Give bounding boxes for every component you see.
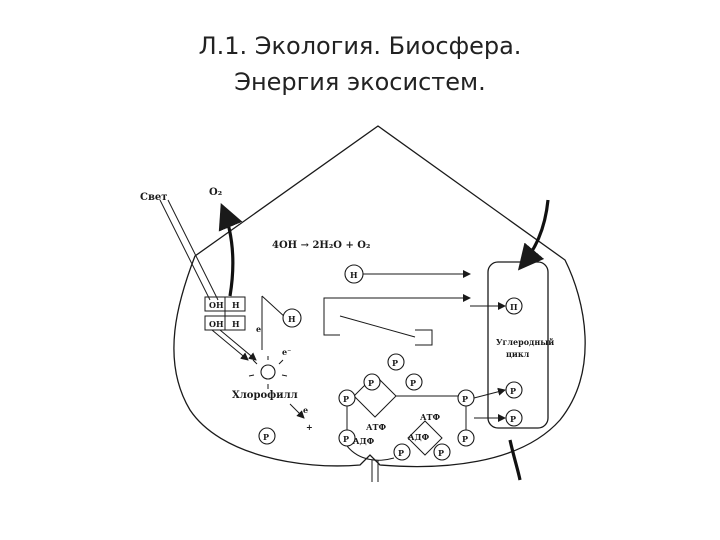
adp-label-1: АДФ [353,436,375,446]
adp-label-2: АДФ [408,432,430,442]
p-cycle-6: P [398,448,404,458]
p-cycle-9: P [462,434,468,444]
p-left-label: P [263,432,269,442]
p-carbon-2-label: P [510,414,516,424]
p-carbon-1 [505,381,523,399]
h-circle-label: H [288,314,296,324]
electron-path-1 [261,295,287,319]
sugar-outflow-line [508,439,522,481]
e-label-1: e [256,324,261,334]
membrane-link [339,315,416,338]
atp-label-1: АТФ [366,422,386,432]
chlorophyll-label: Хлорофилл [232,390,298,401]
p-cycle-7: P [438,448,444,458]
oh-label-1: OH [209,300,224,310]
o2-arrow [218,203,243,297]
co2-inflow-arrow [517,199,550,271]
p-circle-left [258,427,276,445]
atp-adp-cycle: P P P P P P P P P [338,353,475,461]
e-label-3: e [303,405,308,415]
bottom-outflow [371,460,379,482]
title-line-1: Л.1. Экология. Биосфера. [198,32,522,60]
h-circle-top-label: H [350,270,358,280]
plus-label: + [306,422,313,432]
membrane-bracket [323,297,340,336]
chlorophyll-star [248,356,288,389]
p-cycle-8: P [462,394,468,404]
carbon-cycle-label-1: Углеродный [496,337,554,347]
p-cycle-5: P [343,434,349,444]
p-cycle-4: P [343,394,349,404]
water-reaction: 4OH → 2H₂O + O₂ [272,240,370,251]
carbon-arrow-1 [473,387,506,399]
light-label: Свет [140,192,167,203]
light-rays [159,199,257,361]
e-label-2: e⁻ [282,347,291,357]
o2-label: O₂ [209,187,222,198]
pi-circle [505,297,523,315]
p-cycle-1: P [392,358,398,368]
p-carbon-2 [505,409,523,427]
p-cycle-3: P [410,378,416,388]
atp-label-2: АТФ [420,412,440,422]
membrane-bracket-2 [415,329,433,346]
carbon-cycle-label-2: цикл [506,349,530,359]
pi-label: П [510,302,518,312]
p-carbon-1-label: P [510,386,516,396]
title-line-2: Энергия экосистем. [234,68,486,96]
chlorophyll-arrow [289,403,305,419]
p-cycle-2: P [368,378,374,388]
h-circle [282,308,302,328]
oh-h-block: OH H OH H [204,296,246,331]
oh-label-2: OH [209,319,224,329]
chloroplast-outline [173,125,586,468]
h-label-2: H [232,319,240,329]
h-label-1: H [232,300,240,310]
slide-title: Л.1. Экология. Биосфера. Энергия экосист… [0,28,720,100]
